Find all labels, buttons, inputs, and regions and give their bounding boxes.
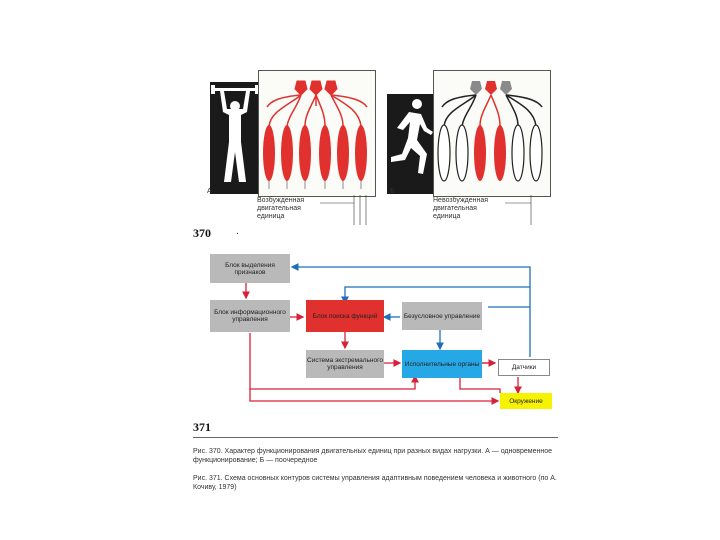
motor-units-b-diagram xyxy=(437,81,543,182)
figure-371-arrows xyxy=(242,263,531,405)
figure-370: А Возбужденная двигательная единица xyxy=(205,70,555,230)
callout-lines-b xyxy=(505,195,532,225)
caption-divider xyxy=(193,437,558,438)
block-extremal: Система экстремального управления xyxy=(306,350,384,378)
block-sensors: Датчики xyxy=(498,359,550,376)
block-unconditional: Безусловное управление xyxy=(402,302,482,330)
block-feature-extraction: Блок выделения признаков xyxy=(210,254,290,283)
runner-figure xyxy=(387,94,435,194)
figure-370-number: 370 xyxy=(193,226,211,240)
excited-unit-label: Возбужденная двигательная единица xyxy=(257,197,305,220)
label-a: А xyxy=(207,188,212,195)
caption-371: Рис. 371. Схема основных контуров систем… xyxy=(193,475,557,491)
weightlifter-figure xyxy=(210,82,260,194)
caption-370: Рис. 370. Характер функционирования двиг… xyxy=(193,448,553,464)
panel-b xyxy=(433,70,551,197)
figure-370-dot: . xyxy=(236,226,239,237)
label-b: Б xyxy=(390,188,395,195)
block-environment: Окружение xyxy=(500,393,552,409)
block-info-control: Блок информационного управления xyxy=(210,300,290,332)
block-search-functions: Блок поиска функций xyxy=(306,300,384,332)
block-executive: Исполнительные органы xyxy=(402,350,482,378)
runner-icon xyxy=(387,94,435,194)
motor-units-a-diagram xyxy=(263,80,368,189)
unexcited-unit-label: Невозбужденная двигательная единица xyxy=(433,197,489,220)
callout-lines-a xyxy=(320,195,367,225)
weightlifter-icon xyxy=(210,82,260,194)
figure-371-number: 371 xyxy=(193,420,211,434)
panel-a xyxy=(258,70,376,197)
